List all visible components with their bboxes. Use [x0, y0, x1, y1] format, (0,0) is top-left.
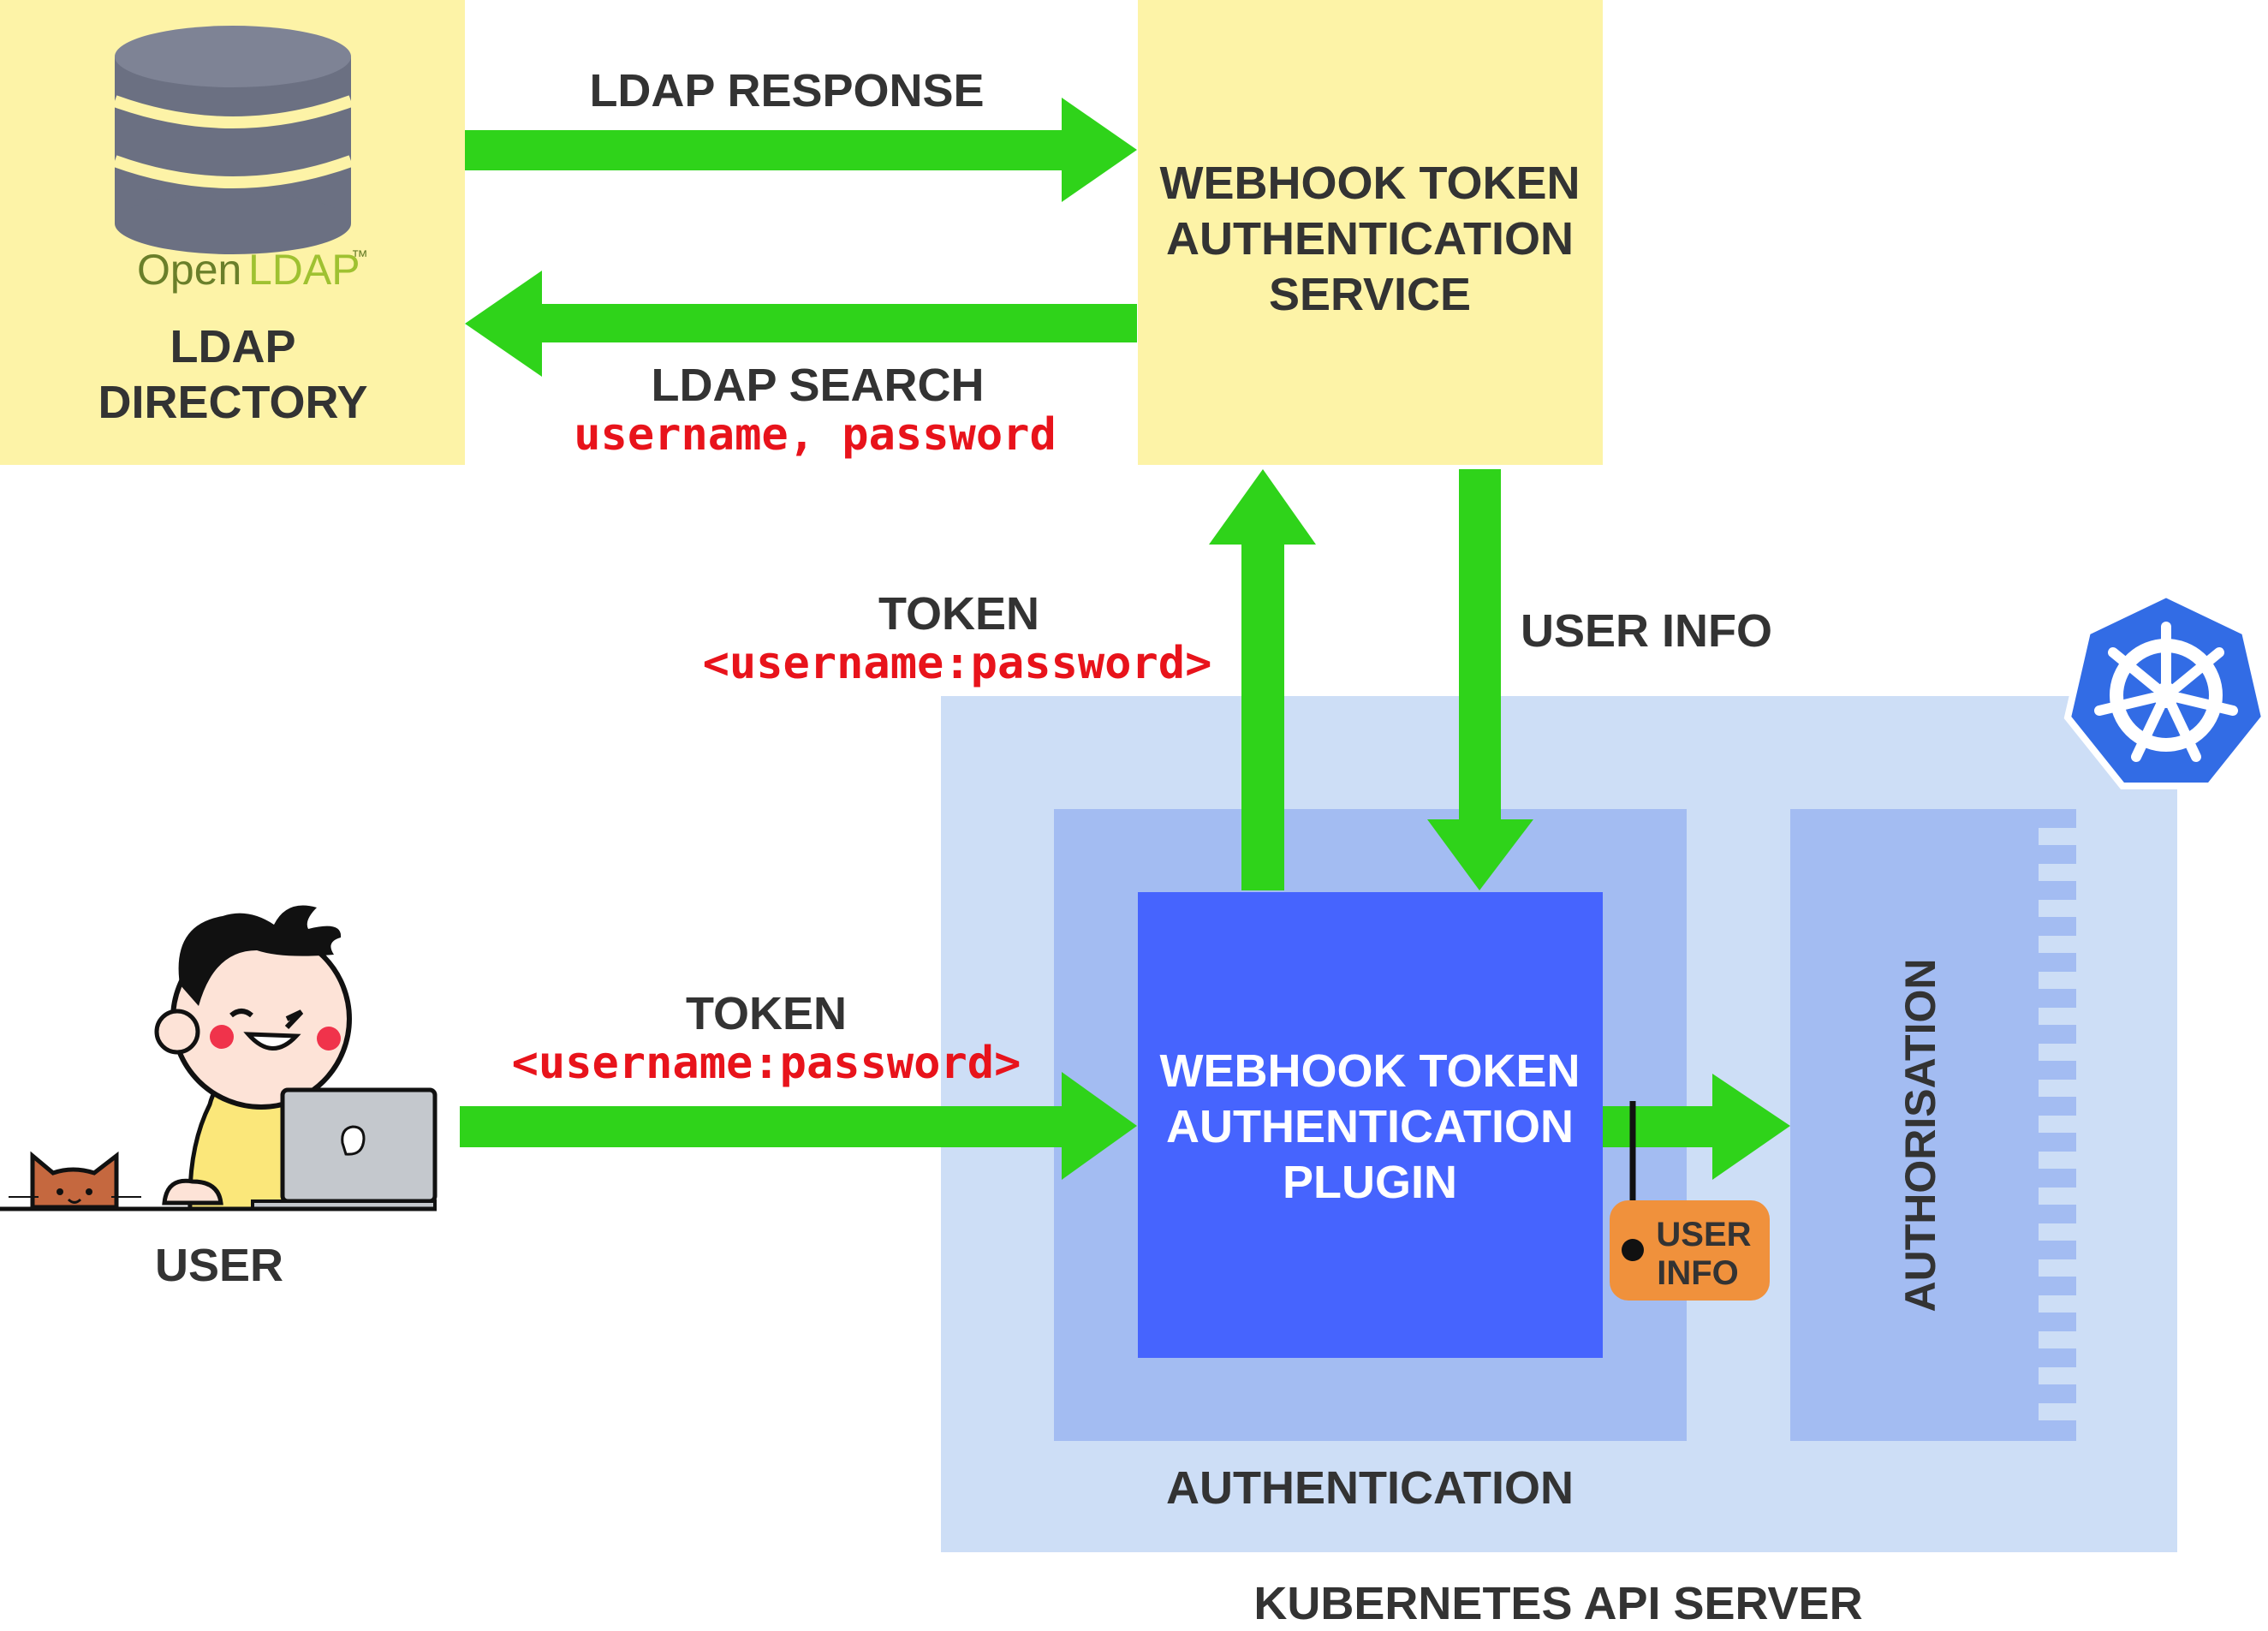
authentication-label: AUTHENTICATION — [1166, 1462, 1574, 1514]
ldap-directory-title-line2: DIRECTORY — [98, 377, 367, 428]
openldap-logo-ldap: LDAP — [248, 246, 360, 294]
token-user-label: TOKEN — [686, 988, 847, 1039]
ldap-search-params: username, password — [574, 409, 1057, 461]
database-icon — [112, 26, 354, 254]
plugin-line3: PLUGIN — [1283, 1157, 1457, 1208]
webhook-service-line3: SERVICE — [1269, 269, 1471, 320]
user-info-down-arrow — [1427, 469, 1533, 890]
user-info-tag: USER INFO — [1610, 1101, 1770, 1301]
ldap-search-label: LDAP SEARCH — [651, 360, 984, 411]
authorisation-teeth — [2039, 828, 2076, 1420]
token-upper-value: <username:password> — [703, 638, 1212, 689]
user-info-tag-line2: INFO — [1657, 1254, 1739, 1292]
user-info-tag-line1: USER — [1656, 1216, 1751, 1253]
authorisation-label: AUTHORISATION — [1896, 959, 1944, 1313]
openldap-logo: Open LDAP ™ — [137, 246, 368, 294]
user-info-arrow-label: USER INFO — [1521, 605, 1772, 657]
token-user-value: <username:password> — [512, 1038, 1021, 1089]
webhook-service-line2: AUTHENTICATION — [1166, 213, 1574, 265]
webhook-service-line1: WEBHOOK TOKEN — [1159, 158, 1580, 209]
laptop-icon — [251, 1087, 438, 1211]
ldap-directory-title-line1: LDAP — [170, 321, 296, 372]
plugin-to-authorisation-arrow — [1601, 1074, 1790, 1180]
openldap-logo-tm: ™ — [351, 247, 368, 266]
token-upper-label: TOKEN — [878, 588, 1039, 640]
kubernetes-api-server-label: KUBERNETES API SERVER — [1253, 1578, 1862, 1629]
openldap-logo-open: Open — [137, 246, 241, 294]
kubernetes-logo — [2063, 590, 2268, 789]
cat-icon — [9, 1151, 141, 1210]
webhook-plugin-box — [1138, 892, 1603, 1358]
token-up-arrow — [1209, 469, 1316, 890]
token-user-arrow — [460, 1072, 1137, 1180]
plugin-line2: AUTHENTICATION — [1166, 1101, 1574, 1152]
user-label: USER — [155, 1240, 283, 1291]
ldap-search-arrow — [465, 271, 1137, 377]
arrows — [460, 98, 1790, 1180]
ldap-response-arrow — [465, 98, 1137, 202]
webhook-service-box — [1138, 0, 1603, 465]
authorisation-box: AUTHORISATION — [1790, 809, 2076, 1441]
ldap-response-label: LDAP RESPONSE — [589, 65, 984, 116]
plugin-line1: WEBHOOK TOKEN — [1159, 1045, 1580, 1097]
